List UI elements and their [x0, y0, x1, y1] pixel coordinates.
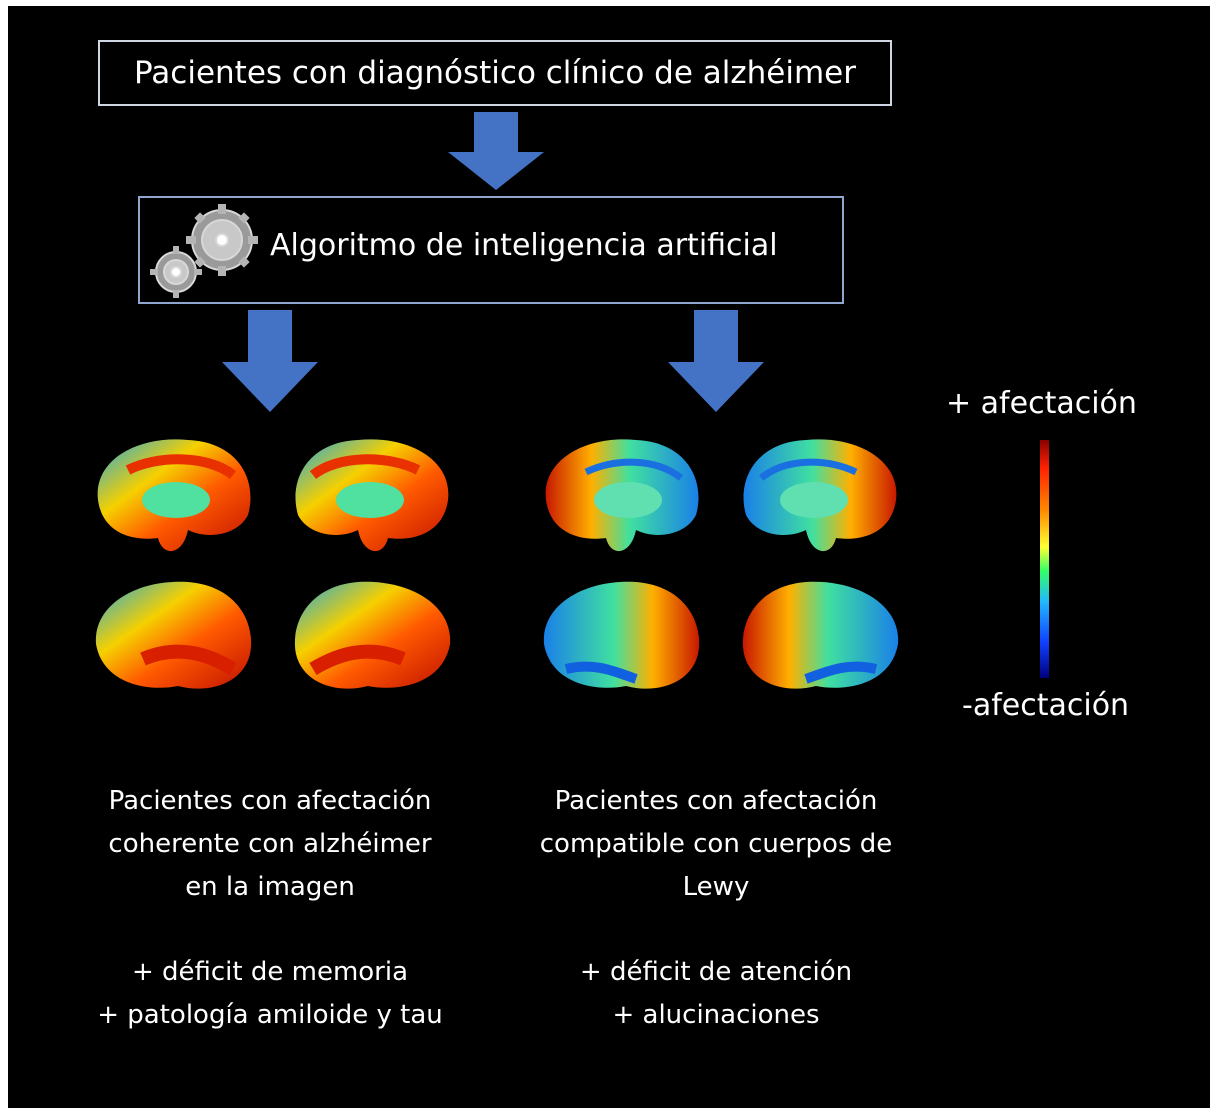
brain-medial-right-a: [545, 439, 699, 552]
brain-lateral-left-b: [294, 581, 451, 689]
right-feature-line: + déficit de atención: [579, 957, 853, 987]
down-arrow-icon: [448, 112, 544, 190]
diagnosis-box: Pacientes con diagnóstico clínico de alz…: [98, 40, 892, 106]
gears-icon: [150, 204, 258, 298]
diagram-panel: Pacientes con diagnóstico clínico de alz…: [8, 6, 1210, 1108]
right-caption-line: Pacientes con afectación: [554, 786, 878, 816]
diagnosis-box-label: Pacientes con diagnóstico clínico de alz…: [133, 55, 856, 91]
left-caption: Pacientes con afectación coherente con a…: [48, 780, 492, 1037]
algorithm-box: Algoritmo de inteligencia artificial: [138, 196, 844, 304]
colorbar-bottom-label: -afectación: [962, 688, 1130, 723]
brain-lateral-left-a: [95, 581, 252, 689]
left-feature-line: + déficit de memoria: [131, 957, 409, 987]
left-caption-line: en la imagen: [185, 872, 355, 902]
brain-lateral-right-a: [543, 581, 700, 689]
colorbar-top-label: + afectación: [946, 386, 1137, 421]
right-caption-line: compatible con cuerpos de: [539, 829, 893, 859]
left-caption-line: Pacientes con afectación: [108, 786, 432, 816]
right-caption-line: Lewy: [682, 872, 750, 902]
brain-medial-left-b: [295, 439, 449, 552]
right-feature-line: + alucinaciones: [612, 1000, 820, 1030]
right-caption: Pacientes con afectación compatible con …: [494, 780, 938, 1037]
colorbar: [1040, 440, 1049, 678]
algorithm-box-label: Algoritmo de inteligencia artificial: [270, 228, 778, 263]
down-arrow-right-icon: [668, 310, 764, 412]
left-feature-line: + patología amiloide y tau: [97, 1000, 443, 1030]
brain-medial-left-a: [97, 439, 251, 552]
left-caption-line: coherente con alzhéimer: [108, 829, 432, 859]
brain-medial-right-b: [743, 439, 897, 552]
down-arrow-left-icon: [222, 310, 318, 412]
brain-lateral-right-b: [742, 581, 899, 689]
